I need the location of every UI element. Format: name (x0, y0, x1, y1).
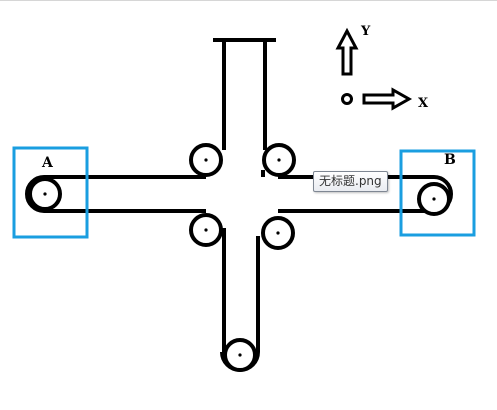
pulley-bottom (223, 338, 257, 372)
pulley-bottom-left (189, 213, 223, 247)
origin-dot-icon (341, 93, 353, 105)
x-axis-label: X (418, 96, 429, 111)
box-a (12, 146, 89, 239)
pulley-a (28, 177, 62, 211)
up-arrow-icon (335, 27, 359, 76)
box-b-label: B (444, 152, 456, 168)
box-a-label: A (41, 155, 54, 171)
pulley-top-left (189, 143, 223, 177)
right-arrow-icon (362, 87, 413, 111)
pulley-b (417, 182, 451, 216)
filename-tooltip: 无标题.png (313, 171, 388, 192)
box-b (399, 149, 476, 237)
y-axis-label: Y (360, 24, 371, 39)
belt-path (44, 170, 434, 352)
pulley-bottom-right (261, 216, 295, 250)
left-belt-wrap (25, 175, 45, 213)
pulley-top-right (262, 143, 296, 177)
upper-arm (222, 40, 267, 150)
